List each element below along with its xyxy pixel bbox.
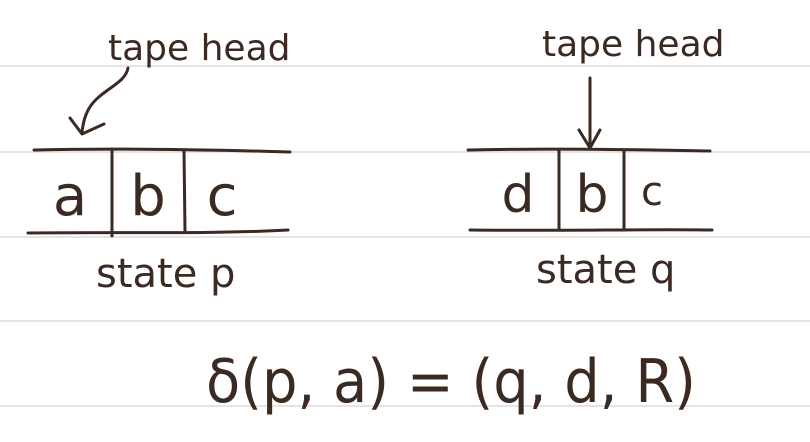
ruled-lines (0, 65, 810, 407)
right-cell-3: c (641, 169, 663, 215)
left-tape-bottom-line (26, 228, 290, 235)
right-state-label: state q (536, 247, 675, 293)
right-tape-diagram: tape head d b c state q (466, 24, 725, 293)
left-cell-2: b (130, 164, 166, 229)
left-tape-head-arrow (80, 66, 130, 134)
right-tape-bottom-line (468, 228, 714, 232)
left-tape-diagram: tape head a b c state p (26, 28, 292, 297)
left-cell-1: a (53, 164, 87, 229)
right-cell-2: b (575, 165, 608, 225)
right-tape-top-line (466, 147, 712, 153)
left-state-label: state p (96, 251, 235, 297)
left-cell-divider (182, 148, 187, 234)
right-cell-1: d (501, 165, 534, 225)
left-tape-head-label: tape head (108, 28, 291, 69)
left-tape-top-line (32, 147, 292, 154)
left-cell-3: c (207, 164, 238, 229)
left-arrow-head (68, 116, 106, 136)
right-tape-head-label: tape head (542, 24, 725, 65)
transition-equation: δ(p, a) = (q, d, R) (206, 347, 696, 417)
